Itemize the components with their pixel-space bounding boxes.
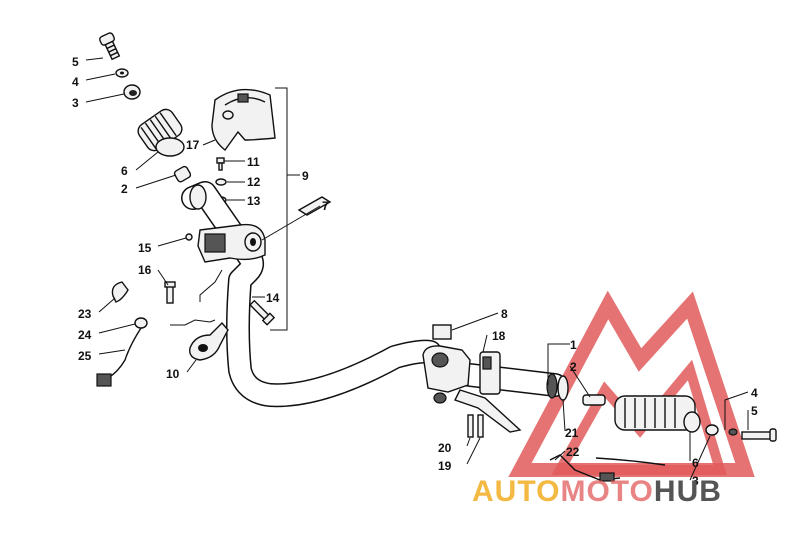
throttle-block [164,196,332,326]
callout-13: 13 [247,194,261,208]
callout-5-left: 5 [72,55,79,69]
callout-14: 14 [266,291,280,305]
left-end-parts [99,32,192,183]
callout-7: 7 [322,199,329,213]
callout-6-left: 6 [121,164,128,178]
callout-20: 20 [438,441,452,455]
callout-15: 15 [138,241,152,255]
callout-16: 16 [138,263,152,277]
callout-18: 18 [492,329,506,343]
watermark-text: AUTOMOTOHUB [472,475,722,508]
watermark-hub: HUB [654,475,722,508]
callout-12: 12 [247,175,261,189]
watermark-auto: AUTO [472,475,560,508]
watermark-moto: MOTO [560,475,653,508]
callout-6-right: 6 [692,456,699,470]
callout-11: 11 [247,155,260,169]
callout-labels: 5 4 3 6 2 17 11 12 13 9 7 15 16 14 23 24… [72,55,758,488]
callout-2-right: 2 [570,360,577,374]
left-lever-parts [96,281,229,387]
callout-21: 21 [565,426,579,440]
right-controls [422,324,666,482]
callout-3-right: 3 [692,474,699,488]
callout-4-left: 4 [72,75,79,89]
callout-24: 24 [78,328,92,342]
handlebar [181,181,567,408]
callout-22: 22 [566,445,580,459]
callout-1: 1 [570,338,577,352]
callout-25: 25 [78,349,92,363]
callout-3-left: 3 [72,96,79,110]
right-grip-parts [614,395,777,442]
callout-17: 17 [186,138,200,152]
callout-9: 9 [302,169,309,183]
callout-5-right: 5 [751,404,758,418]
callout-19: 19 [438,459,452,473]
callout-4-right: 4 [751,386,758,400]
leader-lines [85,57,749,481]
callout-23: 23 [78,307,92,321]
callout-8: 8 [501,307,508,321]
callout-10: 10 [166,367,180,381]
callout-2-left: 2 [121,182,128,196]
